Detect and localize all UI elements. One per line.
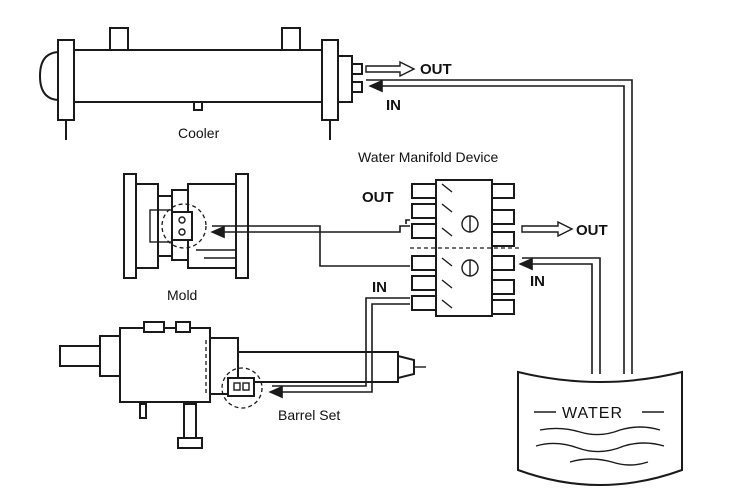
water-tank — [517, 370, 683, 486]
barrel-pipe — [268, 297, 410, 399]
manifold-in-pipe — [518, 257, 601, 374]
cooler — [38, 27, 363, 140]
mold-label: Mold — [167, 287, 197, 303]
manifold-out-right-label: OUT — [576, 222, 608, 239]
mold-pipe — [210, 219, 410, 267]
cooler-in-label: IN — [386, 97, 401, 114]
cooler-out-label: OUT — [420, 61, 452, 78]
barrel-label: Barrel Set — [278, 407, 340, 423]
manifold-in-right-label: IN — [530, 273, 545, 290]
manifold-in-left-label: IN — [372, 279, 387, 296]
water-manifold — [410, 179, 520, 317]
mold — [123, 173, 249, 279]
cooler-in-pipe — [366, 79, 633, 374]
cooler-out-arrow — [365, 60, 416, 78]
water-label: WATER — [562, 405, 623, 422]
manifold-out-arrow — [521, 220, 574, 238]
manifold-label: Water Manifold Device — [358, 149, 499, 165]
manifold-out-left-label: OUT — [362, 189, 394, 206]
barrel-set — [59, 321, 426, 449]
cooler-label: Cooler — [178, 125, 220, 141]
